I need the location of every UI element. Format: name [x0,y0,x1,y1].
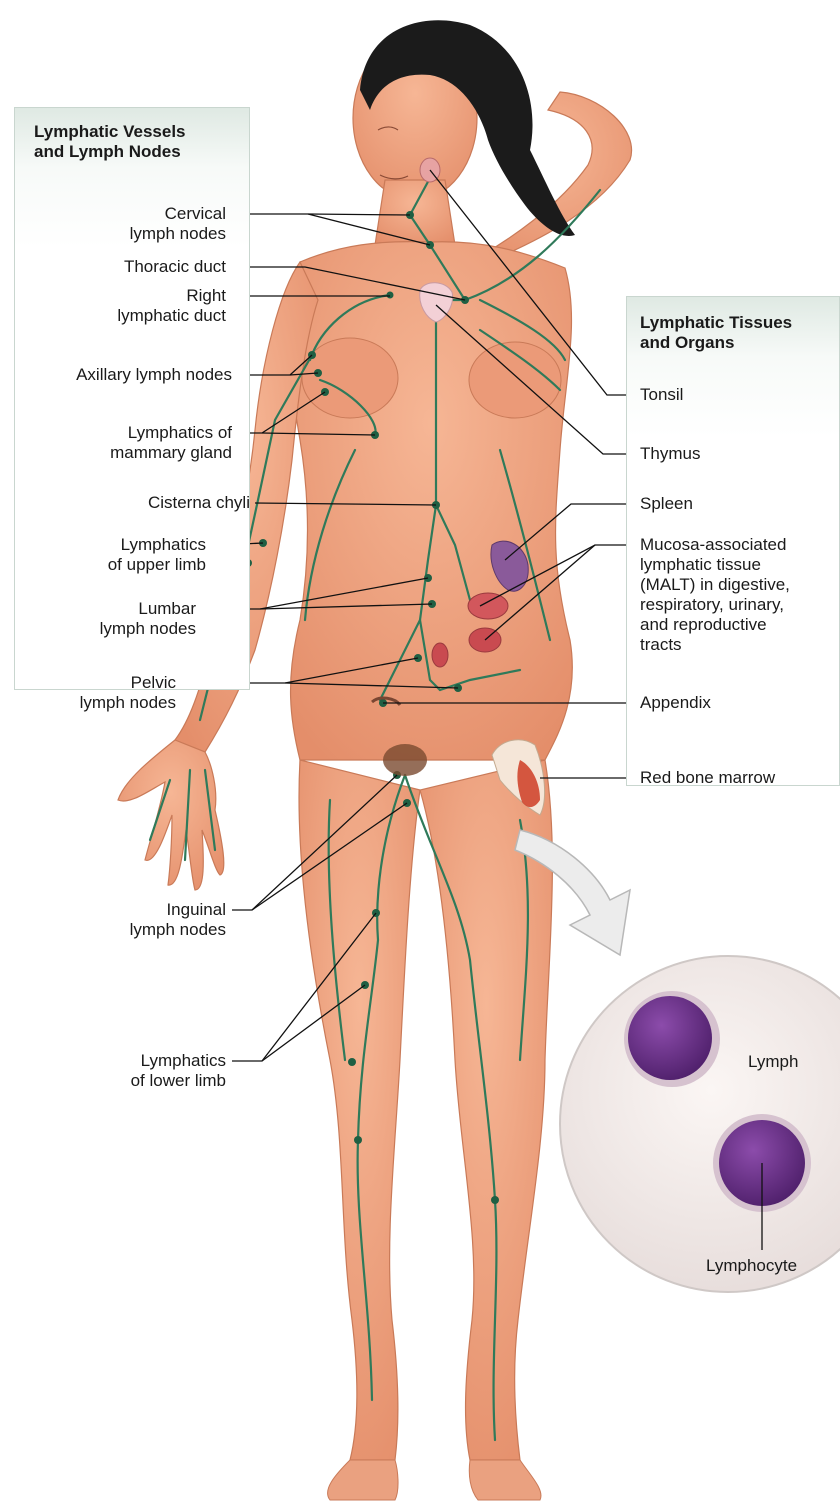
right-duct-label-line-2: lymphatic duct [117,306,226,326]
thymus-label: Thymus [640,444,700,464]
lumbar-label-line-2: lymph nodes [100,619,196,639]
cisterna-chyli-label: Cisterna chyli [148,493,250,513]
malt-label-line-5: and reproductive [640,615,790,635]
mammary-label-line-1: Lymphatics of [110,423,232,443]
upper-limb-label-line-1: Lymphatics [108,535,206,555]
pelvic-lymph-nodes-label: Pelvic lymph nodes [80,673,176,713]
malt-label-line-3: (MALT) in digestive, [640,575,790,595]
red-bone-marrow-label: Red bone marrow [640,768,775,788]
right-panel-title: Lymphatic Tissues and Organs [640,313,792,353]
pelvic-label-line-1: Pelvic [80,673,176,693]
spleen-label: Spleen [640,494,693,514]
cisterna-label-text: Cisterna chyli [148,493,250,513]
malt-label-line-1: Mucosa-associated [640,535,790,555]
appendix-label: Appendix [640,693,711,713]
neck [375,180,455,245]
thymus-label-text: Thymus [640,444,700,464]
cervical-label-line-1: Cervical [130,204,226,224]
right-panel-title-line-1: Lymphatic Tissues [640,313,792,333]
lower-limb-lymphatics-label: Lymphatics of lower limb [131,1051,226,1091]
lymph-magnified-view [560,956,840,1292]
lymphocyte-label-text: Lymphocyte [706,1256,797,1276]
lumbar-lymph-nodes-label: Lumbar lymph nodes [100,599,196,639]
spleen-label-text: Spleen [640,494,693,514]
red-bone-marrow-label-text: Red bone marrow [640,768,775,788]
thoracic-duct-label-text: Thoracic duct [124,257,226,277]
cervical-label-line-2: lymph nodes [130,224,226,244]
mammary-label-line-2: mammary gland [110,443,232,463]
hand [118,740,224,890]
upper-limb-lymphatics-label: Lymphatics of upper limb [108,535,206,575]
lower-limb-label-line-2: of lower limb [131,1071,226,1091]
malt-label-line-2: lymphatic tissue [640,555,790,575]
upper-limb-label-line-2: of upper limb [108,555,206,575]
tonsil-label-text: Tonsil [640,385,683,405]
right-panel-title-line-2: and Organs [640,333,792,353]
left-panel-title: Lymphatic Vessels and Lymph Nodes [34,122,186,162]
appendix-label-text: Appendix [640,693,711,713]
pelvic-label-line-2: lymph nodes [80,693,176,713]
malt-label-line-4: respiratory, urinary, [640,595,790,615]
lower-limb-label-line-1: Lymphatics [131,1051,226,1071]
left-panel-title-line-2: and Lymph Nodes [34,142,186,162]
malt-label-line-6: tracts [640,635,790,655]
thoracic-duct-label: Thoracic duct [124,257,226,277]
lymph-label: Lymph [748,1052,798,1072]
cervical-lymph-nodes-label: Cervical lymph nodes [130,204,226,244]
lymphocyte-label: Lymphocyte [706,1256,797,1276]
mammary-lymphatics-label: Lymphatics of mammary gland [110,423,232,463]
pubic-area [383,744,427,776]
malt-organ-1 [468,593,508,619]
inguinal-label-line-1: Inguinal [130,900,226,920]
axillary-lymph-nodes-label: Axillary lymph nodes [76,365,232,385]
right-lymphatic-duct-label: Right lymphatic duct [117,286,226,326]
inguinal-label-line-2: lymph nodes [130,920,226,940]
lymph-label-text: Lymph [748,1052,798,1072]
right-duct-label-line-1: Right [117,286,226,306]
feet [328,1460,541,1500]
malt-label: Mucosa-associated lymphatic tissue (MALT… [640,535,790,655]
tonsil-label: Tonsil [640,385,683,405]
lumbar-label-line-1: Lumbar [100,599,196,619]
left-panel-title-line-1: Lymphatic Vessels [34,122,186,142]
axillary-label-text: Axillary lymph nodes [76,365,232,385]
inguinal-lymph-nodes-label: Inguinal lymph nodes [130,900,226,940]
malt-organ-3 [432,643,448,667]
